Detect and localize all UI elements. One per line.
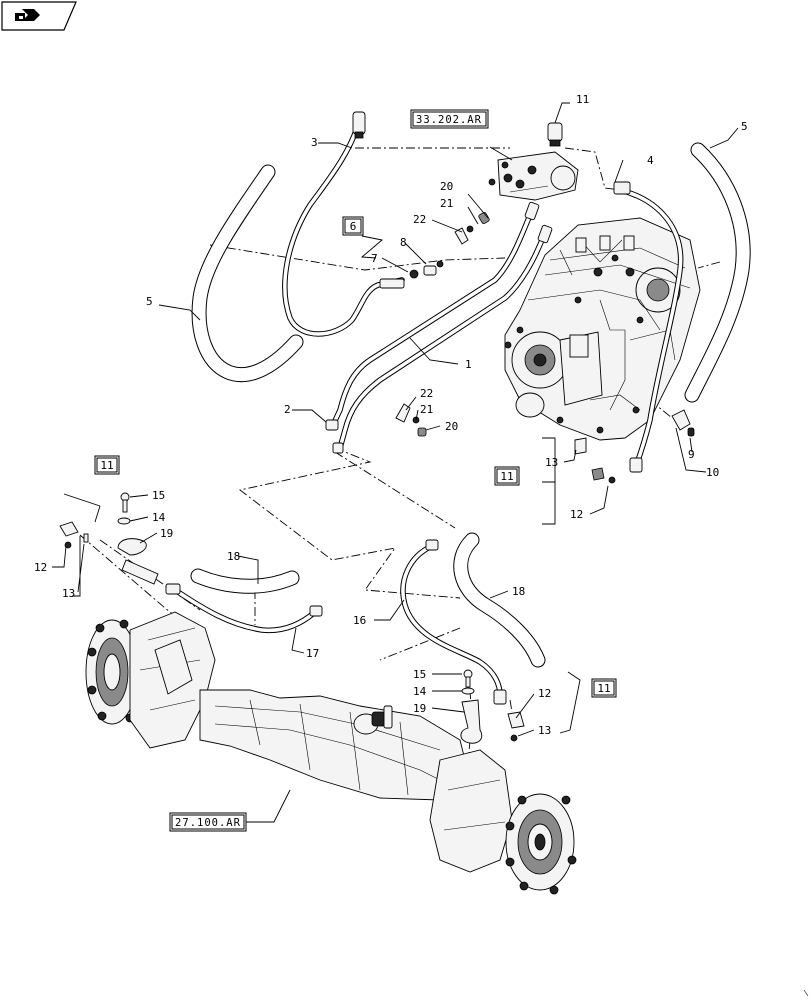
boxed-callout-6[interactable]: 6 bbox=[342, 216, 364, 236]
transmission bbox=[504, 217, 701, 441]
callout-12-left: 12 bbox=[34, 561, 47, 574]
callout-5-left: 5 bbox=[146, 295, 153, 308]
callout-18-left: 18 bbox=[227, 550, 240, 563]
tube-3 bbox=[282, 111, 405, 337]
callout-8: 8 bbox=[400, 236, 407, 249]
fittings-lower-right bbox=[460, 669, 525, 744]
ref-box-33-202-ar[interactable]: 33.202.AR bbox=[410, 109, 489, 129]
callout-21: 21 bbox=[440, 197, 453, 210]
callout-11: 11 bbox=[576, 93, 589, 106]
callout-15-left: 15 bbox=[152, 489, 165, 502]
callout-14-lower: 14 bbox=[413, 685, 427, 698]
svg-text:11: 11 bbox=[597, 682, 610, 695]
hose-18-right bbox=[453, 532, 546, 668]
callout-15-lower: 15 bbox=[413, 668, 426, 681]
valve-block bbox=[488, 151, 579, 201]
tube-2 bbox=[325, 201, 540, 454]
leader-lines bbox=[52, 127, 739, 823]
fittings-12-13-right bbox=[574, 437, 616, 484]
hose-5-right bbox=[684, 142, 751, 403]
hose-18-left bbox=[190, 568, 300, 594]
boxed-callout-11-left[interactable]: 11 bbox=[94, 455, 120, 475]
callout-3: 3 bbox=[311, 136, 318, 149]
callout-21-lower: 21 bbox=[420, 403, 433, 416]
ref-box-27-100-ar[interactable]: 27.100.AR bbox=[169, 812, 247, 832]
fittings-9-10 bbox=[671, 409, 695, 437]
fittings-7-8 bbox=[409, 260, 444, 279]
callout-17: 17 bbox=[306, 647, 319, 660]
hose-4 bbox=[613, 181, 684, 473]
axle bbox=[85, 611, 577, 895]
callout-2: 2 bbox=[284, 403, 291, 416]
hose-17 bbox=[165, 583, 323, 634]
hose-5-left bbox=[191, 164, 304, 383]
callout-labels: 11 3 5 4 20 21 22 8 7 5 1 22 2 21 20 9 1… bbox=[34, 93, 748, 737]
callout-7: 7 bbox=[371, 252, 378, 265]
tube-1 bbox=[337, 224, 553, 451]
svg-text:11: 11 bbox=[500, 470, 513, 483]
callout-18-right: 18 bbox=[512, 585, 525, 598]
callout-5: 5 bbox=[741, 120, 748, 133]
callout-4: 4 bbox=[647, 154, 654, 167]
boxed-callout-11-bottom[interactable]: 11 bbox=[591, 678, 617, 698]
fittings-left bbox=[59, 492, 159, 585]
callout-13-right: 13 bbox=[545, 456, 558, 469]
fitting-11-top bbox=[547, 102, 570, 147]
fittings-20-21-22-top bbox=[454, 212, 490, 245]
callout-22-lower: 22 bbox=[420, 387, 433, 400]
routing-lines bbox=[79, 147, 721, 766]
svg-text:33.202.AR: 33.202.AR bbox=[416, 114, 482, 126]
callout-12-lower: 12 bbox=[538, 687, 551, 700]
svg-text:27.100.AR: 27.100.AR bbox=[175, 817, 241, 829]
svg-text:11: 11 bbox=[100, 459, 113, 472]
callout-13-left: 13 bbox=[62, 587, 75, 600]
callout-19-lower: 19 bbox=[413, 702, 426, 715]
arrow-right-icon bbox=[15, 9, 40, 21]
callout-20-lower: 20 bbox=[445, 420, 458, 433]
callout-19-left: 19 bbox=[160, 527, 173, 540]
corner-mark bbox=[803, 989, 809, 997]
callout-10: 10 bbox=[706, 466, 719, 479]
callout-12-right: 12 bbox=[570, 508, 583, 521]
callout-1: 1 bbox=[465, 358, 472, 371]
callout-9: 9 bbox=[688, 448, 695, 461]
callout-13-lower: 13 bbox=[538, 724, 551, 737]
callout-16: 16 bbox=[353, 614, 366, 627]
hose-16 bbox=[400, 539, 507, 705]
callout-14-left: 14 bbox=[152, 511, 166, 524]
boxed-callout-11-right[interactable]: 11 bbox=[494, 466, 520, 486]
callout-20: 20 bbox=[440, 180, 453, 193]
svg-text:6: 6 bbox=[350, 220, 357, 233]
nav-icon-box[interactable] bbox=[1, 1, 77, 31]
callout-22: 22 bbox=[413, 213, 426, 226]
